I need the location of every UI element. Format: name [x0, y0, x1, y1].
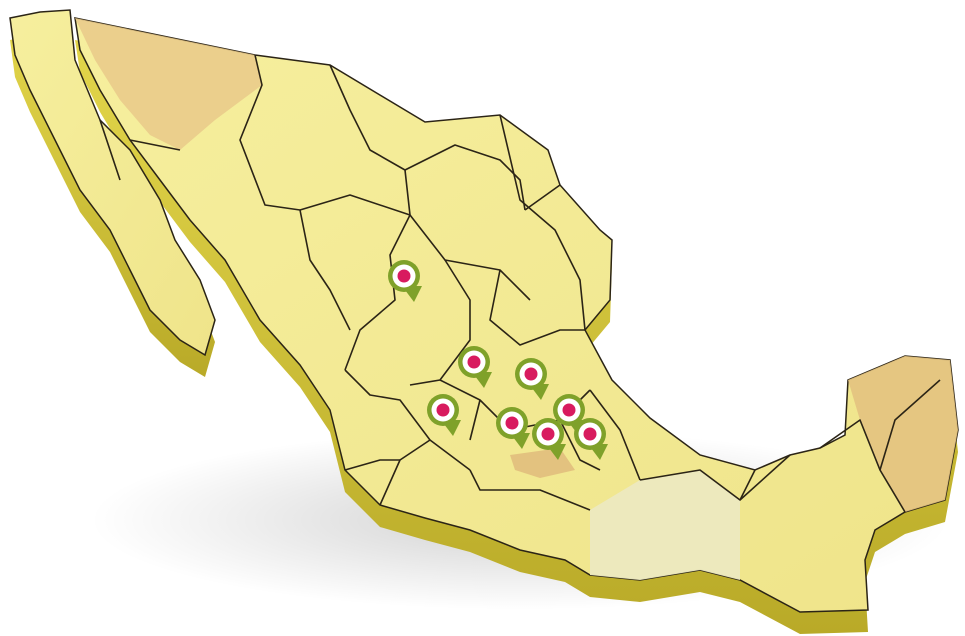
map-pin-icon[interactable] [496, 407, 530, 449]
region-oaxaca [590, 470, 740, 580]
map-pin-icon[interactable] [553, 394, 587, 436]
map-pin-icon[interactable] [427, 394, 461, 436]
baja-top [9, 9, 216, 357]
map-pin-icon[interactable] [574, 418, 608, 460]
marker-layer [388, 260, 608, 460]
region-yucatan [848, 356, 958, 512]
region-sonora [75, 18, 262, 150]
map-pin-icon[interactable] [515, 358, 549, 400]
map-pin-icon[interactable] [388, 260, 422, 302]
map-pin-icon[interactable] [458, 346, 492, 388]
map-top-surface [9, 9, 959, 613]
map-pin-icon[interactable] [532, 418, 566, 460]
mainland-top [74, 17, 959, 613]
